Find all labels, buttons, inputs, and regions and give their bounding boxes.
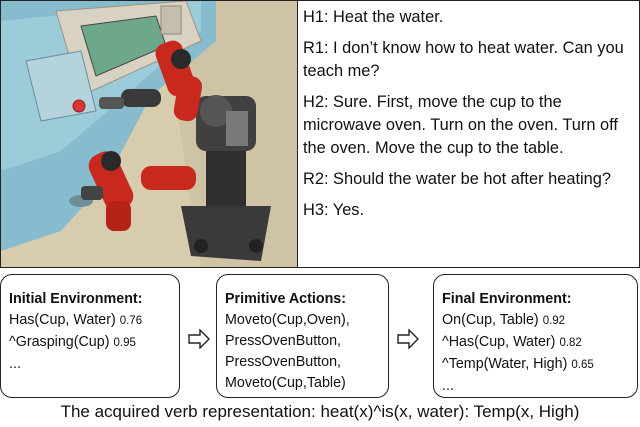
final-env-item: ^Has(Cup, Water)0.82 [442,334,582,350]
primitive-action-item: PressOvenButton, [225,333,342,349]
robot-arm-lower [81,151,196,231]
final-env-item: ^Temp(Water, High)0.65 [442,356,594,372]
final-environment-title: Final Environment: [442,291,572,307]
primitive-action-item: Moveto(Cup,Table) [225,375,346,391]
arrow-right-icon [188,329,210,349]
dialogue-turn-r1: R1: I don’t know how to heat water. Can … [303,39,624,80]
dialogue-panel: H1: Heat the water. R1: I don’t know how… [298,0,640,268]
initial-env-item: ... [9,356,21,372]
figure-caption: The acquired verb representation: heat(x… [60,402,580,421]
dialogue-turn-h2: H2: Sure. First, move the cup to the mic… [303,93,618,157]
dialogue-turn-h3: H3: Yes. [303,201,365,219]
primitive-action-item: PressOvenButton, [225,354,342,370]
primitive-actions-box: Primitive Actions: Moveto(Cup,Oven), Pre… [216,274,389,398]
final-env-item: On(Cup, Table)0.92 [442,312,566,328]
initial-environment-box: Initial Environment: Has(Cup, Water)0.76… [0,274,180,398]
dialogue-turn-r2: R2: Should the water be hot after heatin… [303,170,611,188]
final-environment-box: Final Environment: On(Cup, Table)0.92 ^H… [433,274,638,398]
robot-arm-upper [99,40,203,122]
final-env-item: ... [442,378,454,394]
primitive-action-item: Moveto(Cup,Oven), [225,312,350,328]
primitive-actions-title: Primitive Actions: [225,291,347,307]
robot-torso [196,95,256,151]
microwave-oven [55,1,202,97]
initial-env-item: Has(Cup, Water)0.76 [9,312,143,328]
initial-env-item: ^Grasping(Cup)0.95 [9,334,136,350]
arrow-right-icon [397,329,419,349]
robot-scene-illustration [1,1,297,267]
robot-kitchen-scene [0,0,298,268]
initial-environment-title: Initial Environment: [9,291,143,307]
dialogue-turn-h1: H1: Heat the water. [303,8,444,26]
